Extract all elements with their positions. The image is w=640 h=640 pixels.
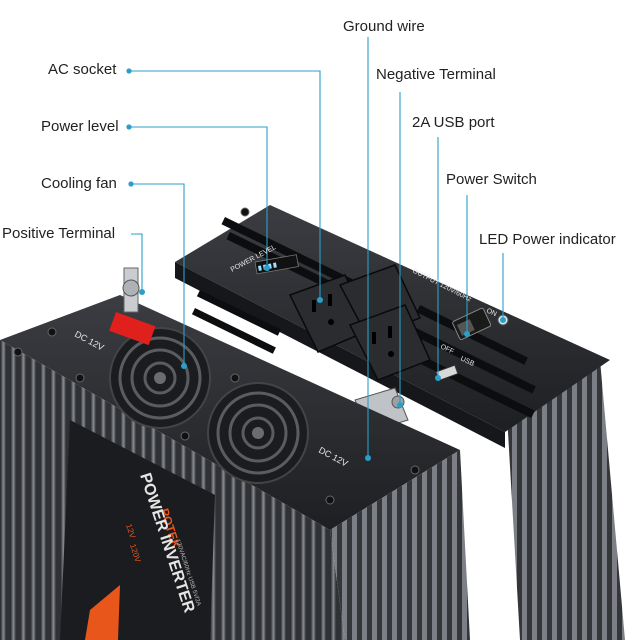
panel-screws — [13, 207, 420, 505]
voltage-badge: 12V — [124, 523, 137, 540]
front-right-fins — [330, 450, 470, 640]
rear-inverter-unit — [175, 205, 625, 640]
on-label: ON — [485, 307, 497, 318]
callout-usb-port: 2A USB port — [412, 114, 495, 131]
cooling-fan-1 — [109, 327, 211, 429]
callout-ac-socket: AC socket — [48, 61, 117, 78]
leader-cooling-fan — [131, 183, 185, 366]
callout-negative-terminal: Negative Terminal — [376, 66, 496, 83]
ac-socket-3 — [348, 304, 432, 381]
leader-positive-terminal — [131, 233, 143, 292]
callout-ground-wire: Ground wire — [343, 18, 425, 35]
orange-accent — [85, 585, 120, 640]
callout-power-switch: Power Switch — [446, 171, 537, 188]
callout-cooling-fan: Cooling fan — [41, 175, 117, 192]
power-switch-rocker — [457, 319, 475, 336]
front-inverter-unit — [0, 207, 470, 640]
leader-power-level — [129, 126, 268, 268]
leader-lines — [126, 37, 506, 461]
callout-positive-terminal: Positive Terminal — [2, 225, 116, 242]
positive-terminal — [109, 267, 156, 346]
rear-front-rim — [175, 262, 505, 448]
callout-power-level: Power level — [41, 118, 119, 135]
rear-side-fins — [505, 360, 625, 640]
cooling-fan-2 — [207, 382, 309, 484]
callout-led-indicator: LED Power indicator — [479, 231, 616, 248]
leader-ac-socket — [129, 70, 321, 300]
front-label-panel — [60, 420, 215, 640]
